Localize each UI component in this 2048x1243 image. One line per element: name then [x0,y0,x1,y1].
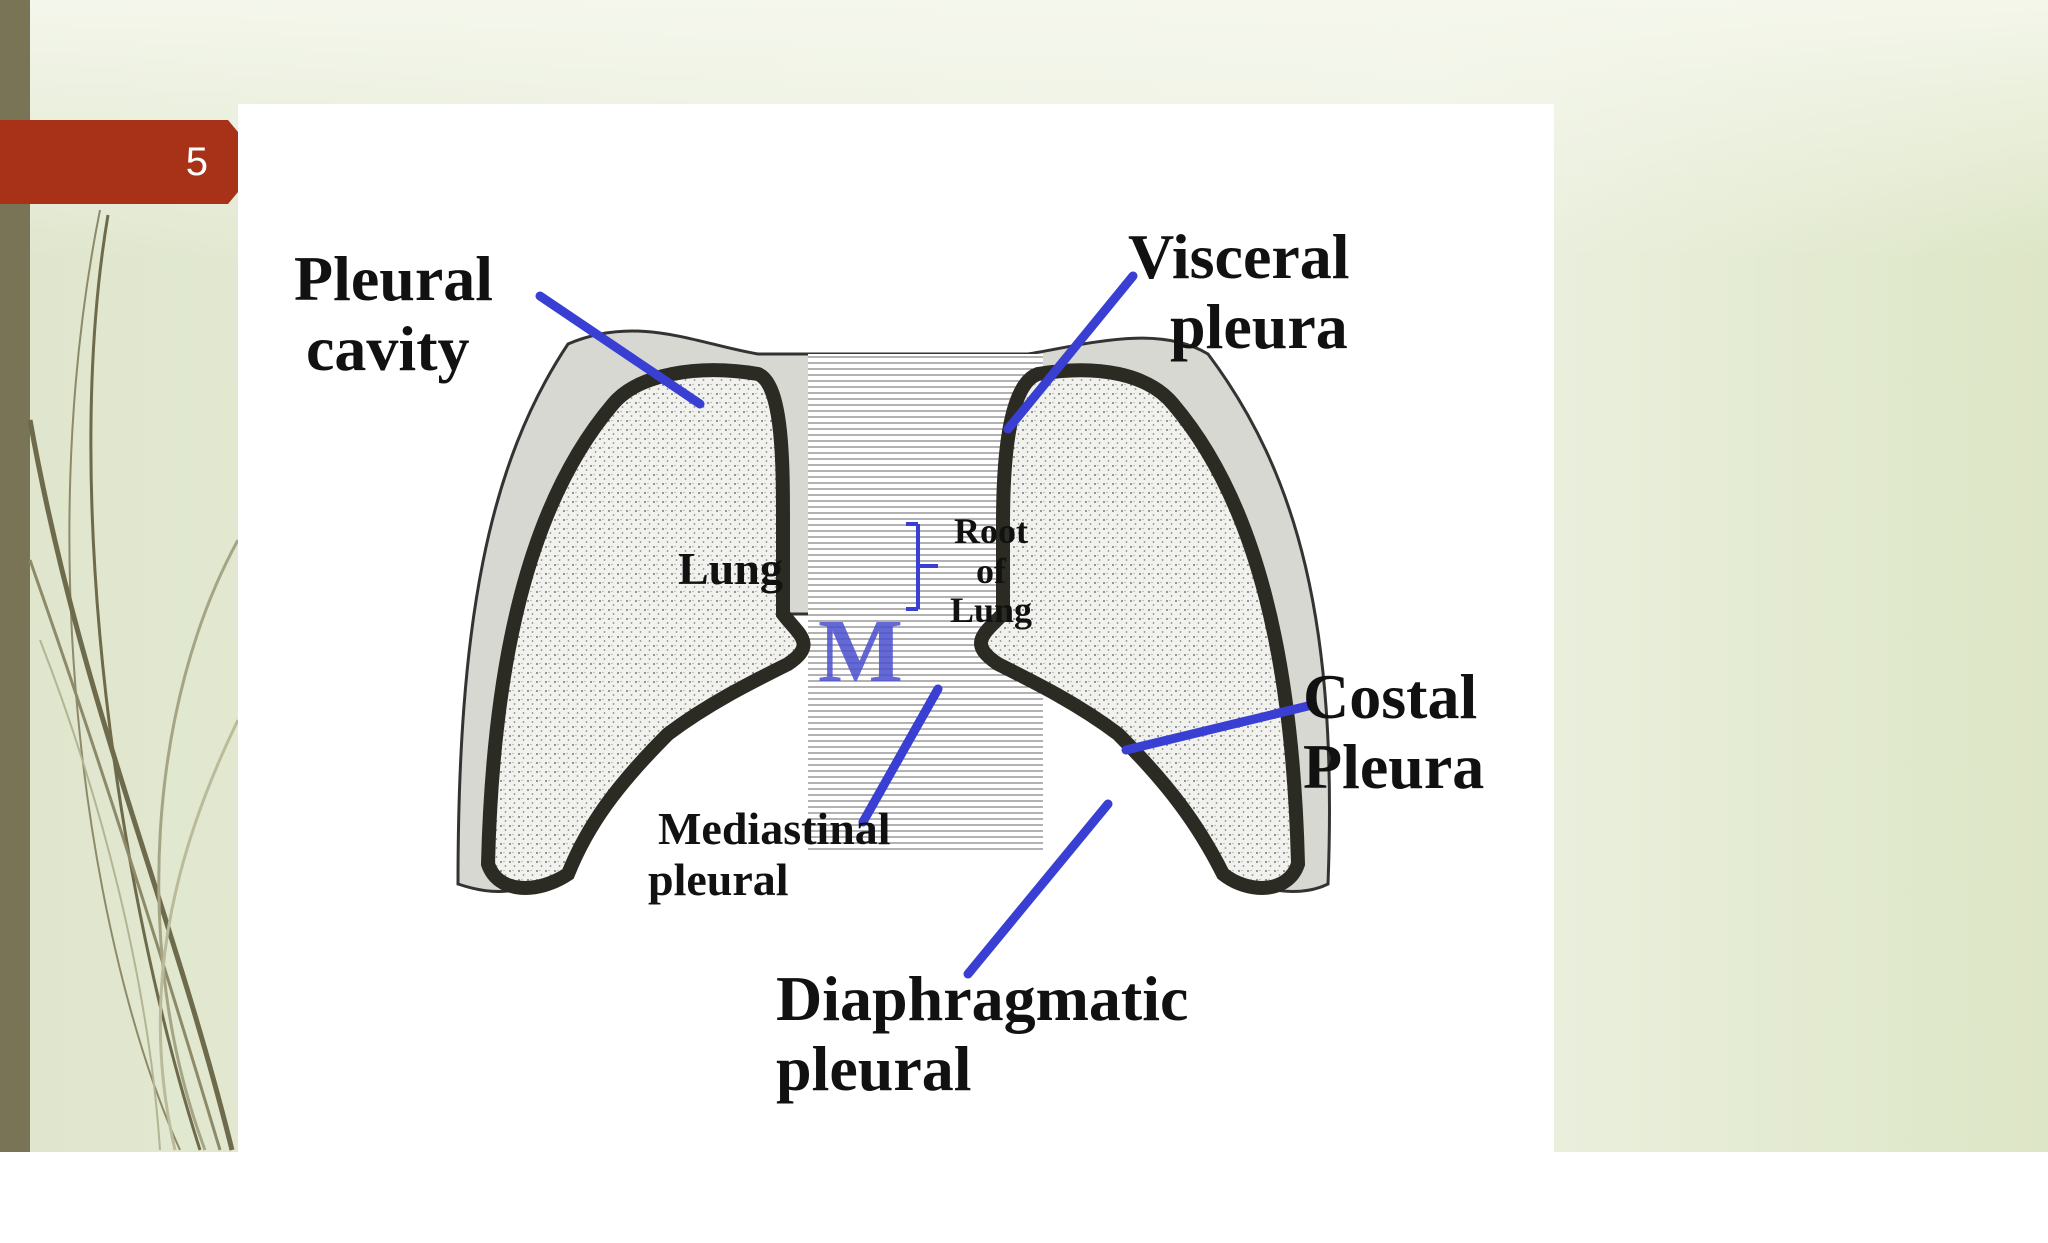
label-diaphragmatic-pleural-line2: pleural [776,1033,972,1105]
label-root-of-lung: Root of Lung [950,511,1033,631]
slide: 5 [0,0,2048,1152]
pleura-diagram: Pleural cavity Visceral pleura Costal Pl… [238,104,1554,1152]
label-costal-pleura-line2: Pleura [1303,731,1485,803]
pointer-mediastinal-pleural [858,684,943,827]
label-visceral-pleura: Visceral pleura [1128,221,1350,363]
slide-number: 5 [185,140,208,184]
thorax-cross-section [456,271,1331,979]
pointer-costal-pleura [1121,701,1313,755]
slide-number-tab: 5 [0,120,238,204]
label-visceral-pleura-line2: pleura [1170,291,1348,363]
root-of-lung-bracket [906,522,938,611]
label-mediastinal-pleural-line2: pleural [648,853,789,905]
decorative-swoosh [27,209,240,1151]
label-diaphragmatic-pleural: Diaphragmatic pleural [776,963,1189,1105]
label-lung: Lung [678,543,783,594]
label-mediastinal-pleural: Mediastinal pleural [648,803,891,905]
label-costal-pleura: Costal Pleura [1303,661,1485,803]
label-costal-pleura-line1: Costal [1303,661,1478,732]
label-pleural-cavity: Pleural cavity [294,243,494,385]
label-root-of-lung-line2: of [976,550,1007,591]
label-mediastinum: M [818,602,903,701]
pointer-pleural-cavity [535,291,705,409]
left-lung [480,363,811,895]
pointer-diaphragmatic-pleural [963,799,1113,979]
label-pleural-cavity-line2: cavity [306,313,470,385]
label-root-of-lung-line1: Root [954,511,1029,551]
pointer-visceral-pleura [1003,271,1138,434]
label-pleural-cavity-line1: Pleural [294,243,494,314]
right-lung [974,363,1306,895]
label-visceral-pleura-line1: Visceral [1128,221,1350,292]
label-root-of-lung-line3: Lung [950,590,1033,631]
label-diaphragmatic-pleural-line1: Diaphragmatic [776,963,1189,1034]
label-mediastinal-pleural-line1: Mediastinal [658,803,891,854]
